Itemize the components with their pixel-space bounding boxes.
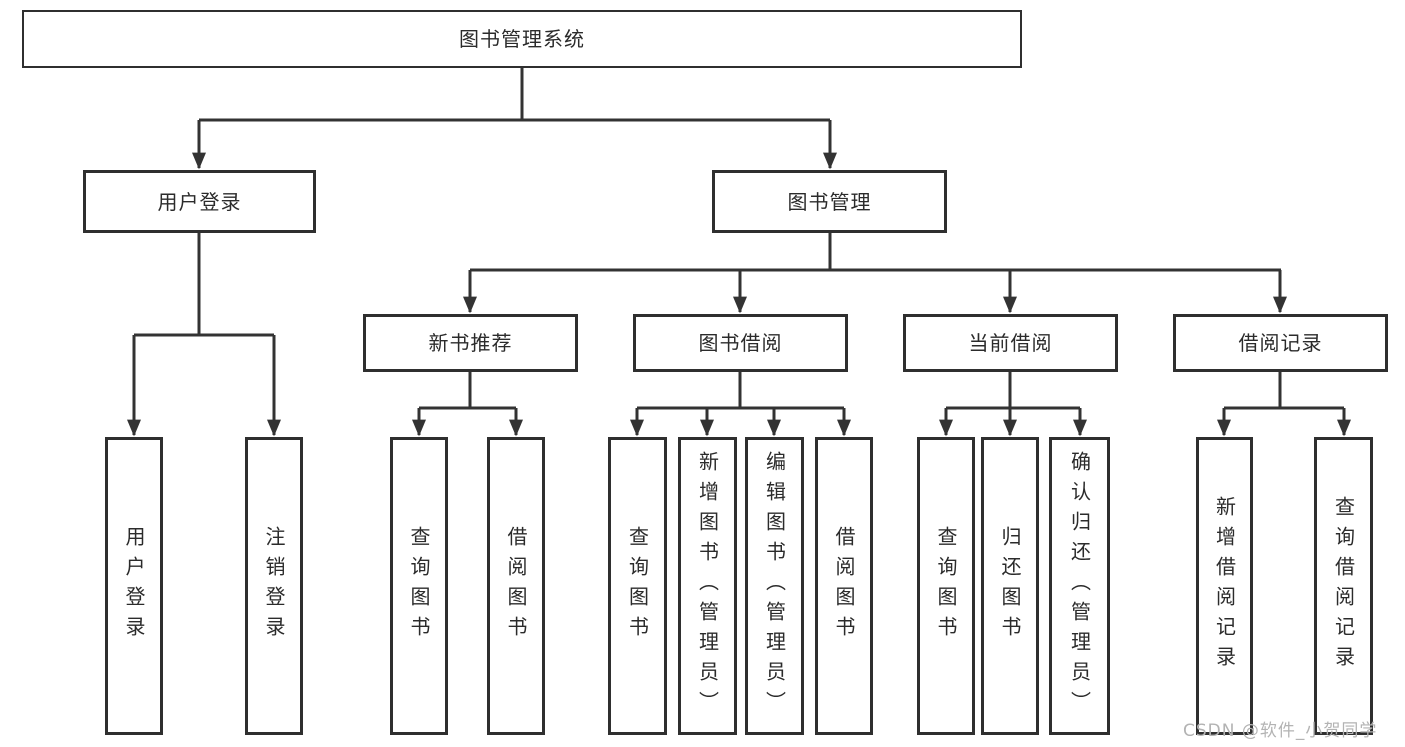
node-borrow-records: 借阅记录 [1173,314,1388,372]
leaf-borrow-books-newbook-label: 借阅图书 [504,526,528,646]
leaf-logout-label: 注销登录 [262,526,286,646]
node-new-book-recommend-label: 新书推荐 [428,331,513,355]
node-book-management-branch: 图书管理 [712,170,947,233]
leaf-user-login-label: 用户登录 [122,526,146,646]
leaf-edit-books-admin-label: 编辑图书（管理员） [762,451,787,721]
node-current-borrowing-label: 当前借阅 [968,331,1053,355]
edge-new-book-split [412,372,523,437]
leaf-edit-books-admin: 编辑图书（管理员） [745,437,804,735]
leaf-add-books-admin: 新增图书（管理员） [678,437,737,735]
node-book-management-branch-label: 图书管理 [787,189,872,214]
leaf-query-books-borrowing: 查询图书 [608,437,667,735]
leaf-query-books-newbook-label: 查询图书 [407,526,431,646]
leaf-add-books-admin-label: 新增图书（管理员） [695,451,720,721]
node-user-login-branch: 用户登录 [83,170,316,233]
leaf-logout: 注销登录 [245,437,303,735]
node-new-book-recommend: 新书推荐 [363,314,578,372]
node-book-borrowing: 图书借阅 [633,314,848,372]
edge-user-login-split [127,233,281,437]
leaf-return-books: 归还图书 [981,437,1039,735]
node-current-borrowing: 当前借阅 [903,314,1118,372]
leaf-borrow-books-borrowing-label: 借阅图书 [832,526,856,646]
leaf-query-books-newbook: 查询图书 [390,437,448,735]
edge-current-borrow-split [939,372,1087,437]
leaf-add-borrow-record: 新增借阅记录 [1196,437,1253,735]
leaf-user-login: 用户登录 [105,437,163,735]
leaf-confirm-return-admin: 确认归还（管理员） [1049,437,1110,735]
leaf-query-books-current: 查询图书 [917,437,975,735]
leaf-borrow-books-borrowing: 借阅图书 [815,437,873,735]
edge-root-split [192,68,837,170]
node-library-management-system: 图书管理系统 [22,10,1022,68]
edge-book-borrow-split [630,372,851,437]
leaf-return-books-label: 归还图书 [998,526,1022,646]
edge-book-management-split [463,233,1287,314]
csdn-watermark: CSDN @软件_小贺同学 [1183,721,1378,741]
leaf-confirm-return-admin-label: 确认归还（管理员） [1067,451,1092,721]
node-borrow-records-label: 借阅记录 [1238,331,1323,355]
leaf-query-borrow-record-label: 查询借阅记录 [1331,496,1356,676]
leaf-borrow-books-newbook: 借阅图书 [487,437,545,735]
node-book-borrowing-label: 图书借阅 [698,331,783,355]
node-library-management-system-label: 图书管理系统 [459,27,585,51]
leaf-query-borrow-record: 查询借阅记录 [1314,437,1373,735]
leaf-add-borrow-record-label: 新增借阅记录 [1212,496,1237,676]
node-user-login-branch-label: 用户登录 [157,189,242,214]
leaf-query-books-current-label: 查询图书 [934,526,958,646]
edge-borrow-records-split [1217,372,1351,437]
leaf-query-books-borrowing-label: 查询图书 [625,526,650,646]
